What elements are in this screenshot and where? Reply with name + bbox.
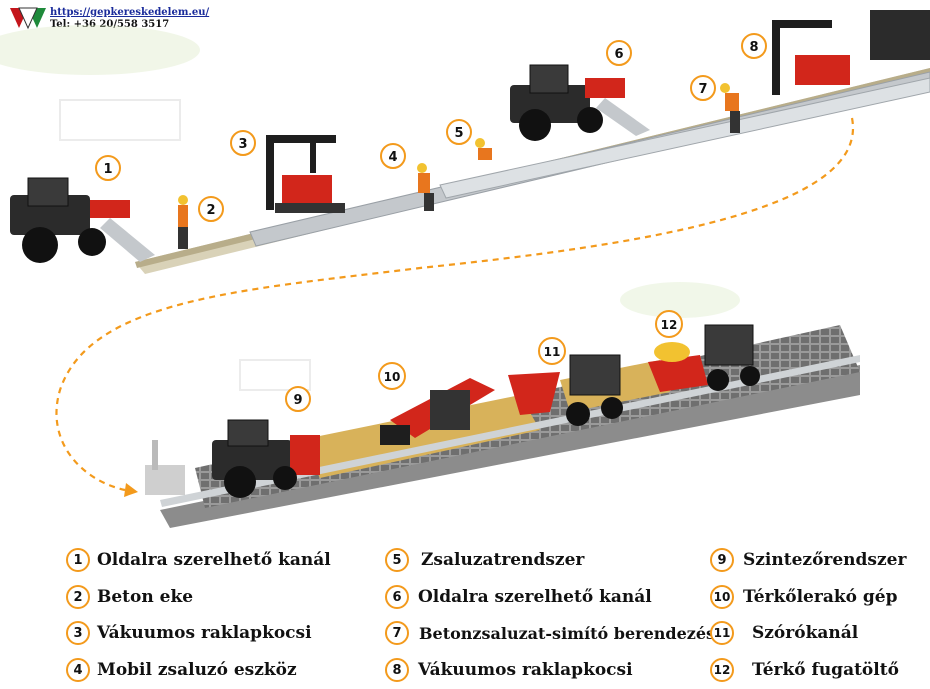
legend-badge: 7 (385, 621, 409, 645)
svg-text:8: 8 (749, 40, 758, 55)
phone-number: Tel: +36 20/558 3517 (50, 19, 170, 30)
legend-label: Mobil zsaluzó eszköz (97, 660, 297, 680)
step-markers: 1 2 3 4 5 6 7 8 9 10 11 12 (95, 33, 767, 412)
legend-badge: 5 (385, 548, 409, 572)
machine-loader-1 (10, 177, 155, 263)
machine-vacuum-lifter-8 (772, 10, 930, 95)
legend-item-6: 6 Oldalra szerelhető kanál (385, 583, 652, 611)
company-logo-icon (10, 7, 46, 30)
legend-item-8: 8 Vákuumos raklapkocsi (385, 656, 633, 684)
legend-badge: 12 (710, 658, 734, 682)
step-marker-8: 8 (741, 33, 767, 59)
legend-badge: 4 (66, 658, 90, 682)
worker-2 (178, 195, 188, 249)
svg-text:10: 10 (384, 370, 401, 384)
svg-text:5: 5 (454, 126, 463, 141)
legend-item-5: 5 Zsaluzatrendszer (385, 546, 584, 574)
legend-badge: 11 (710, 621, 734, 645)
legend-label: Térkő fugatöltő (752, 660, 899, 680)
worker-4 (417, 163, 434, 211)
machine-paver-10 (380, 378, 495, 445)
legend-label: Szintezőrendszer (743, 550, 907, 570)
legend-item-12: 12 Térkő fugatöltő (710, 656, 899, 684)
legend-item-3: 3 Vákuumos raklapkocsi (66, 619, 312, 647)
step-marker-2: 2 (198, 196, 224, 222)
legend-badge: 2 (66, 585, 90, 609)
machine-loader-6 (510, 64, 650, 141)
legend-label: Szórókanál (752, 623, 859, 643)
legend-item-10: 10 Térkőlerakó gép (710, 583, 897, 611)
svg-text:2: 2 (206, 203, 215, 218)
legend-label: Oldalra szerelhető kanál (418, 587, 652, 607)
legend-item-4: 4 Mobil zsaluzó eszköz (66, 656, 297, 684)
step-marker-10: 10 (378, 362, 406, 390)
step-marker-11: 11 (538, 337, 566, 365)
svg-text:1: 1 (103, 162, 112, 177)
machine-vacuum-lifter-3 (266, 135, 345, 213)
background-scenery (0, 25, 740, 391)
process-diagram: 1 2 3 4 5 6 7 8 9 10 11 12 (0, 10, 930, 528)
legend-badge: 1 (66, 548, 90, 572)
legend-label: Zsaluzatrendszer (421, 550, 585, 570)
machine-leveler-9 (212, 419, 320, 498)
legend-label: Térkőlerakó gép (743, 587, 898, 607)
step-marker-9: 9 (285, 386, 311, 412)
legend-label: Betonzsaluzat-simító berendezés (419, 623, 716, 643)
faded-pallet-lifter (145, 440, 185, 495)
machine-spreader-11 (508, 354, 623, 426)
legend-badge: 3 (66, 621, 90, 645)
legend-badge: 6 (385, 585, 409, 609)
legend-label: Oldalra szerelhető kanál (97, 550, 331, 570)
svg-text:12: 12 (661, 318, 678, 332)
worker-7 (720, 83, 740, 133)
svg-text:9: 9 (293, 393, 302, 408)
svg-text:7: 7 (698, 82, 707, 97)
process-flow-path (55, 117, 855, 492)
machine-joint-filler-12 (648, 324, 760, 392)
step-marker-4: 4 (380, 143, 406, 169)
flow-arrow-icon (124, 483, 138, 497)
step-marker-1: 1 (95, 155, 121, 181)
legend-label: Beton eke (97, 587, 194, 607)
legend-item-7: 7 Betonzsaluzat-simító berendezés (385, 619, 715, 647)
svg-text:11: 11 (544, 345, 561, 359)
legend-item-2: 2 Beton eke (66, 583, 193, 611)
legend-label: Vákuumos raklapkocsi (418, 660, 633, 680)
svg-text:3: 3 (238, 137, 247, 152)
legend-badge: 8 (385, 658, 409, 682)
legend-item-1: 1 Oldalra szerelhető kanál (66, 546, 331, 574)
svg-text:4: 4 (388, 150, 397, 165)
step-marker-5: 5 (446, 119, 472, 145)
step-marker-7: 7 (690, 75, 716, 101)
legend-item-11: 11 Szórókanál (710, 619, 858, 647)
step-marker-3: 3 (230, 130, 256, 156)
worker-5 (475, 138, 492, 160)
step-marker-12: 12 (655, 310, 683, 338)
legend-label: Vákuumos raklapkocsi (97, 623, 312, 643)
legend-badge: 9 (710, 548, 734, 572)
legend-item-9: 9 Szintezőrendszer (710, 546, 906, 574)
svg-text:6: 6 (614, 47, 623, 62)
header: https://gepkereskedelem.eu/ Tel: +36 20/… (8, 4, 210, 32)
website-link[interactable]: https://gepkereskedelem.eu/ (50, 7, 210, 18)
legend-badge: 10 (710, 585, 734, 609)
step-marker-6: 6 (606, 40, 632, 66)
